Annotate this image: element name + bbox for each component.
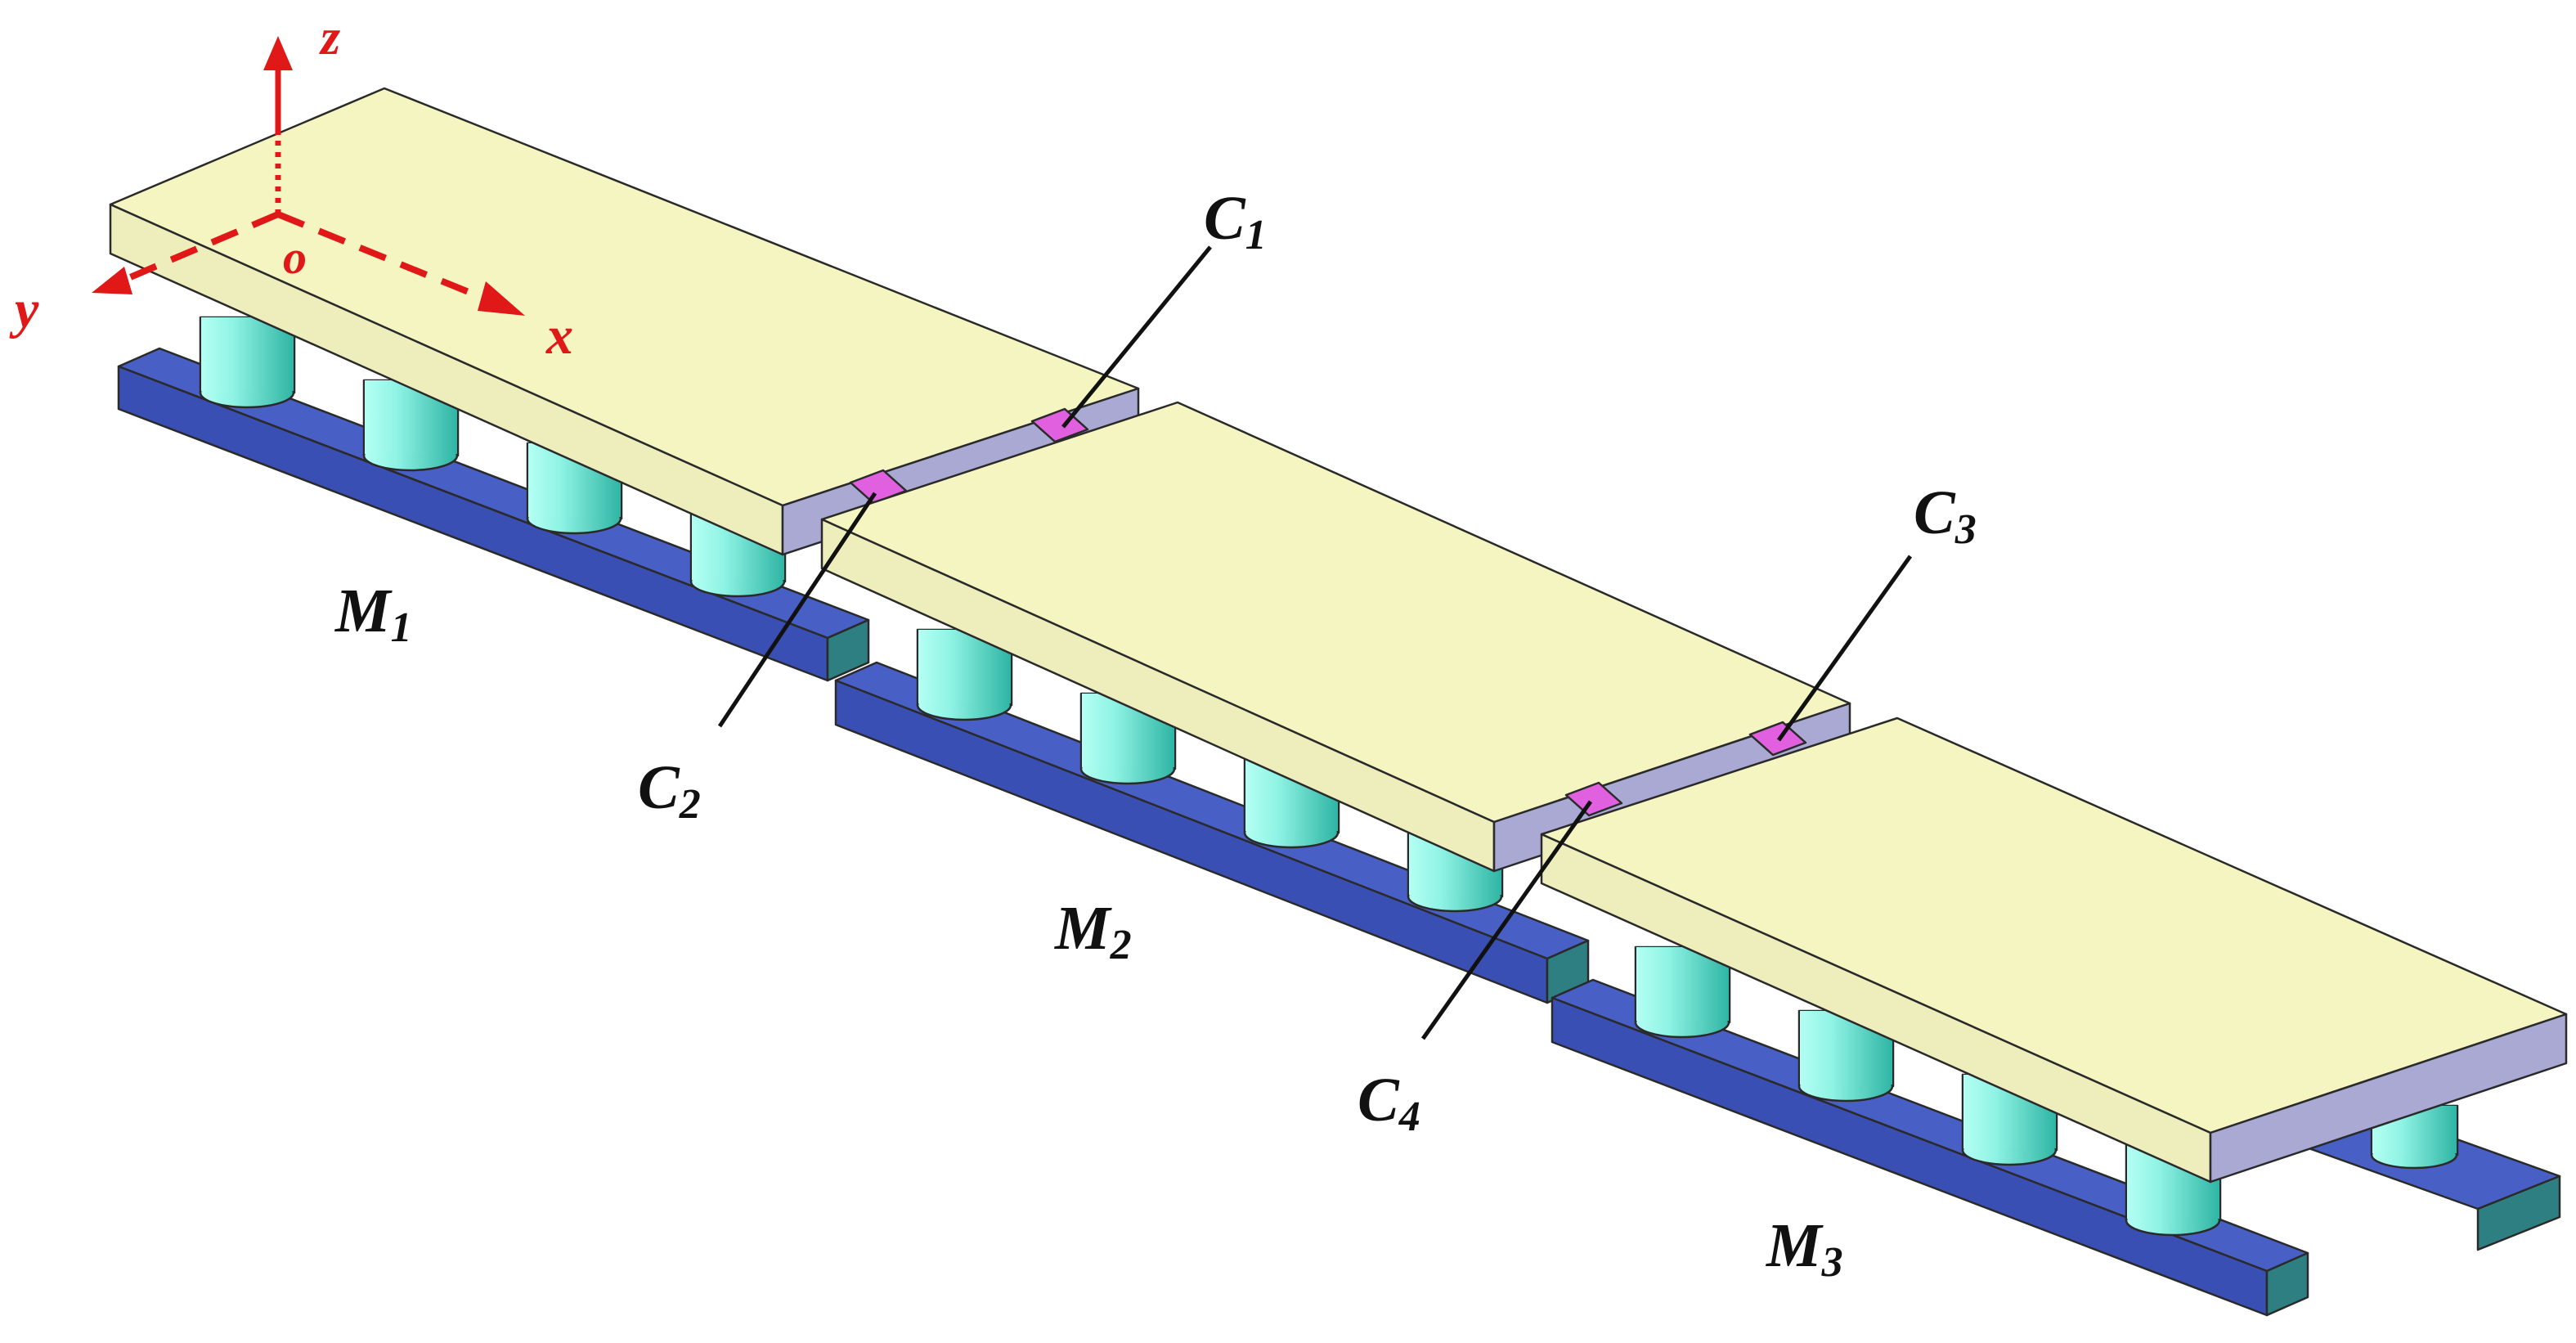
module-3-base-end (2265, 1251, 2309, 1317)
module-1-base-end (826, 618, 870, 682)
connector-c4 (1564, 781, 1623, 817)
x-axis-label: x (545, 306, 573, 366)
module-2-base (834, 661, 1590, 1004)
label-c2: C2 (638, 753, 701, 828)
label-c3: C3 (1914, 478, 1977, 553)
z-axis-arrowhead (263, 36, 293, 70)
leader-c2 (717, 492, 877, 728)
x-axis (276, 211, 492, 304)
leader-c1 (1061, 245, 1212, 429)
z-axis-label: z (319, 10, 340, 65)
module-1-base (117, 347, 870, 682)
cylinder (1797, 1009, 1895, 1103)
leader-lines (717, 245, 1913, 1040)
coordinate-axes: z x y o (9, 10, 573, 366)
module-3-plate (1540, 716, 2568, 1184)
module-3-plate-side (2209, 1013, 2568, 1184)
label-m1: M1 (334, 577, 412, 651)
leader-c4 (1420, 800, 1593, 1040)
label-c4: C4 (1358, 1066, 1420, 1140)
label-m2: M2 (1054, 894, 1132, 968)
y-axis-arrowhead (92, 267, 132, 294)
module-3-base (1551, 978, 2309, 1317)
y-axis-label: y (9, 280, 39, 339)
label-m3: M3 (1766, 1211, 1843, 1286)
module-3 (1540, 716, 2568, 1317)
x-axis-arrowhead (478, 281, 525, 316)
labels: C1 C2 C3 C4 M1 M2 M3 (334, 184, 1977, 1286)
cylinder (199, 316, 296, 409)
leader-c3 (1776, 555, 1913, 742)
y-axis (117, 211, 280, 285)
module-1 (109, 87, 1140, 682)
cylinder (1079, 692, 1177, 785)
label-c1: C1 (1204, 184, 1267, 258)
origin-label: o (283, 231, 307, 284)
